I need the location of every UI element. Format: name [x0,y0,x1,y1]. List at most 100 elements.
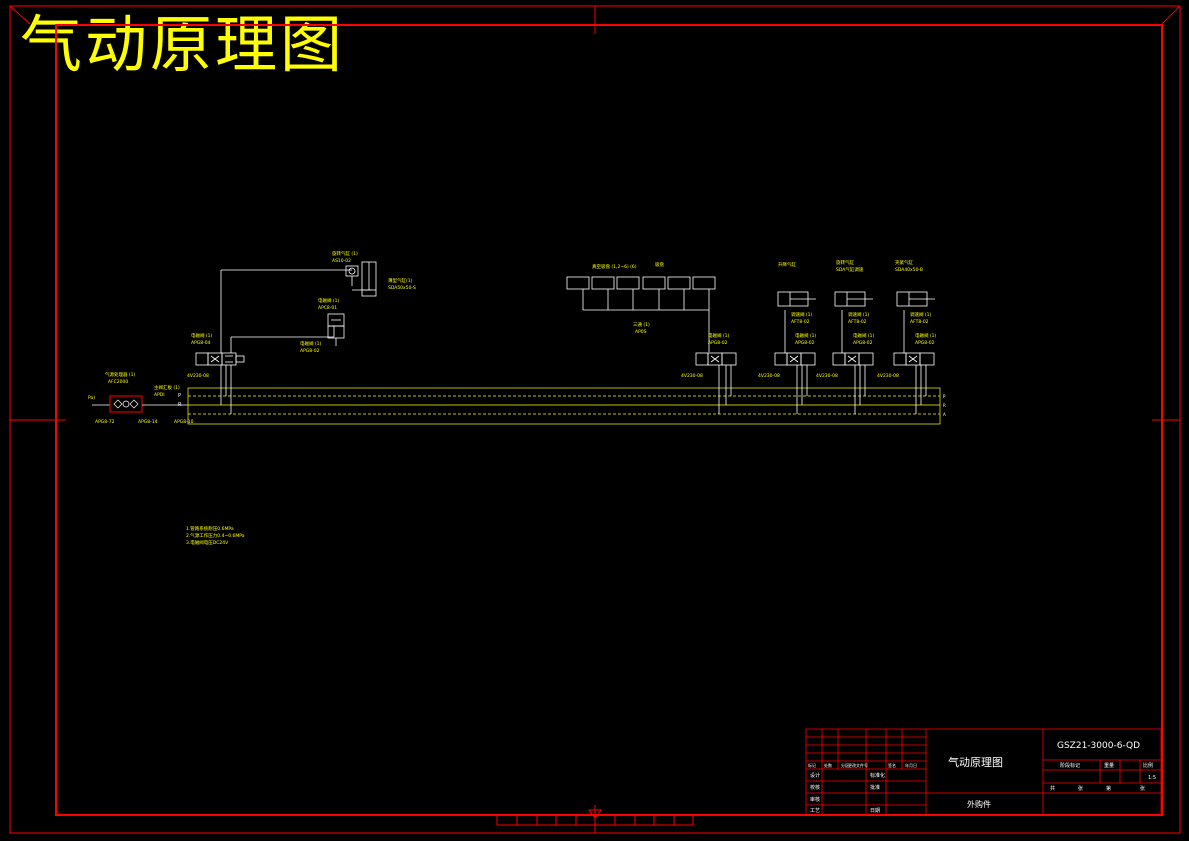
valve-1-label-1: 电磁阀 (1) [191,332,213,339]
valve-right-4-label-1: 电磁阀 (1) [915,332,937,339]
note-1: 1.管路系统耐压0.6MPa [186,525,234,532]
manifold-left-bottom: APG8-10 [174,419,194,425]
gripper-mid-1: 三通 (1) [633,321,650,328]
tb-sign-7: 日期 [870,808,880,814]
frl-unit: 气源处理器 (1) AFC2000 Pa) APG8-72 APG8-14 [88,371,188,425]
valve-1-model: 4V230-08 [187,373,209,379]
tb-sign-3: 审核 [810,796,820,803]
tb-row-2: 处数 [824,762,832,768]
valve-1 [195,352,245,414]
inner-frame [55,24,1163,816]
manifold-block [187,387,941,425]
cylinder-right-3 [896,291,935,307]
valve-right-3-label-2: APG8-02 [853,340,873,346]
note-2: 2.气源工作压力0.4~0.6MPa [186,532,245,539]
valve-right-4 [893,310,935,414]
title-block-text: 气动原理图 GSZ21-3000-6-QD 外购件 标记 处数 分区 更改文件号… [808,741,1156,814]
tb-sign-2: 校核 [810,784,820,791]
manifold-port-p: P [178,393,181,399]
cylinder-right-2-top-2: SDA气缸调速 [836,266,864,273]
cylinder-main-label-1: 薄型气缸(1) [388,277,413,284]
bottom-scale-ruler [496,814,694,826]
tb-sheet-1: 共 [1050,785,1055,792]
tb-sheet-4: 张 [1140,785,1145,792]
valve-small-label-1: 电磁阀 (1) [318,297,340,304]
note-3: 3.电磁阀电压DC24V [186,539,229,546]
valve-small-label-3: 电磁阀 (1) [300,340,322,347]
upper-piping [220,269,371,353]
valve-right-2-label-2: APG8-02 [795,340,815,346]
manifold-end-2: R [943,403,946,408]
cylinder-right-3-top-2: SDA40x50-B [895,267,923,273]
valve-right-4-label-2: APG8-02 [915,340,935,346]
tb-row-6: 年月日 [905,762,917,768]
valve-right-1-label-1: 电磁阀 (1) [708,332,730,339]
frl-bottom-left: APG8-72 [95,419,115,425]
manifold-end-1: P [943,394,946,399]
valve-right-3 [832,310,874,414]
manifold-label-2: APDI [154,392,165,398]
rotary-actuator [345,265,359,277]
valve-small-label-4: APG8-02 [300,348,320,354]
frl-bottom-mid: APG8-14 [138,419,158,425]
gripper-label-right: 吸盘 [655,261,664,268]
cylinder-main-label-2: SDA50x50-S [388,285,416,291]
valve-right-2-model: 4V230-08 [758,373,780,379]
cylinder-right-3-label-1: 调速阀 (1) [910,311,932,318]
valve-right-3-label-1: 电磁阀 (1) [853,332,875,339]
valve-right-1-label-2: APG8-02 [708,340,728,346]
valve-small-label-2: APC8-01 [318,305,337,311]
manifold-port-r: R [178,402,182,408]
tb-scale: 1:5 [1148,775,1156,781]
cylinder-right-2-label-1: 调速阀 (1) [848,311,870,318]
manifold-end-3: A [943,412,946,417]
tb-stage-2: 重量 [1104,762,1114,769]
cylinder-right-3-top-1: 夹紧气缸 [895,259,913,266]
tb-sign-5: 标准化 [870,772,885,779]
tb-stage-1: 阶段标记 [1060,762,1080,769]
tb-row-3: 分区 [841,762,849,768]
tb-sign-6: 批准 [870,784,880,791]
valve-right-3-model: 4V230-08 [816,373,838,379]
tb-sheet-3: 第 [1106,785,1111,792]
cylinder-right-1-label-1: 调速阀 (1) [791,311,813,318]
frl-label-1: 气源处理器 (1) [105,371,136,378]
title-block-code: GSZ21-3000-6-QD [1057,741,1140,751]
cylinder-right-2 [834,291,873,307]
valve-right-2-label-1: 电磁阀 (1) [795,332,817,339]
valve-small [327,313,345,346]
cylinder-right-1 [777,291,816,307]
gripper-group [566,276,716,352]
drawing-title: 气动原理图 [20,8,346,81]
valve-1-label-2: APG8-04 [191,340,211,346]
title-block-drawing-name: 气动原理图 [948,755,1003,769]
manifold-label-1: 主阀汇板 (1) [154,384,180,391]
gripper-label: 真空吸盘 (1,2~6) (6) [592,263,637,270]
cylinder-right-1-label-2: AFT8-02 [791,319,810,325]
cylinder-right-3-label-2: AFT8-02 [910,319,929,325]
tb-sign-4: 工艺 [810,808,820,814]
centering-marks [10,6,1180,833]
tb-row-4: 更改文件号 [848,762,868,768]
tb-sign-1: 设计 [810,772,820,779]
tb-row-1: 标记 [808,762,816,768]
cylinder-right-2-top-1: 旋转气缸 [836,259,854,266]
cylinder-right-2-label-2: AFT8-02 [848,319,867,325]
frl-supply-label: Pa) [88,395,95,401]
rotary-label-2: AS10-02 [332,258,351,264]
tb-sheet-2: 张 [1078,785,1083,792]
tb-row-5: 签名 [888,762,896,768]
main-cylinder [361,261,377,297]
valve-right-1-model: 4V230-08 [681,373,703,379]
valve-right-2 [774,310,816,414]
cylinder-right-1-top-1: 升降气缸 [778,261,796,268]
tb-stage-3: 比例 [1143,762,1153,769]
rotary-label-1: 旋转气缸 (1) [332,250,358,257]
valve-right-4-model: 4V230-08 [877,373,899,379]
title-block [805,728,1162,816]
gripper-mid-2: AP0S [635,329,647,335]
frl-label-2: AFC2000 [108,379,128,385]
title-block-material: 外购件 [967,799,991,809]
valve-right-1 [695,352,737,414]
